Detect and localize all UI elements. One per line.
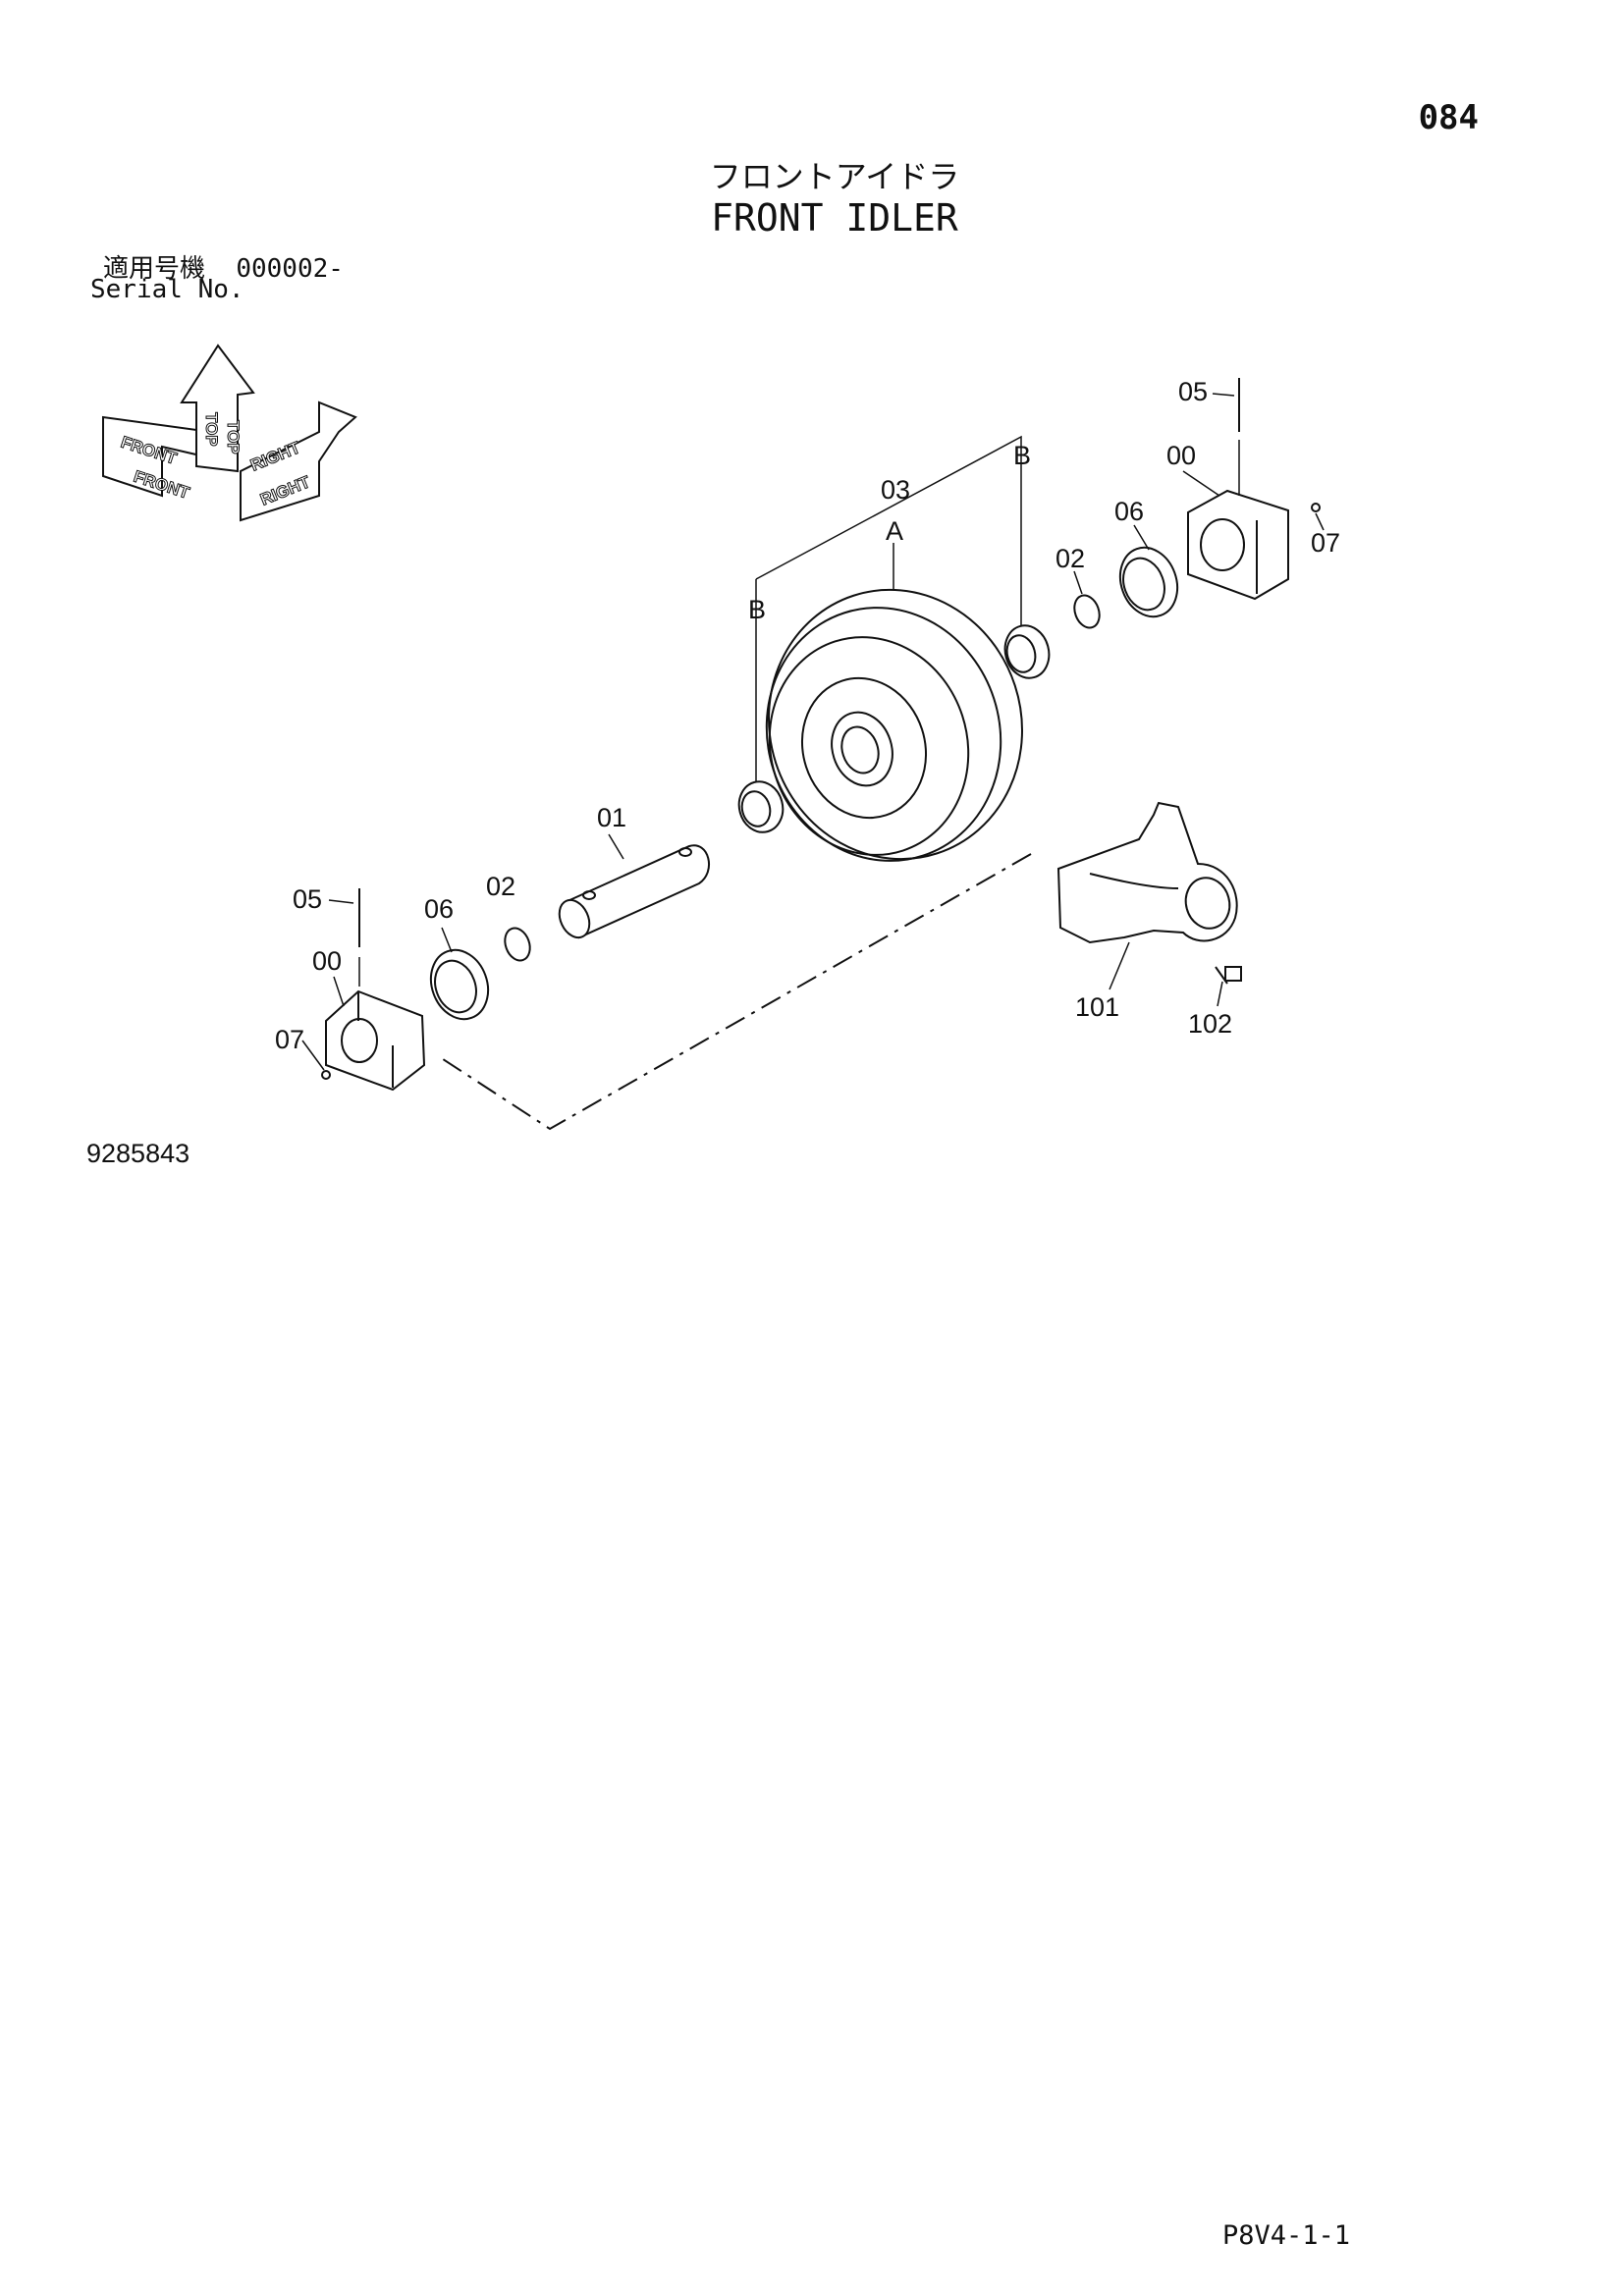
orientation-top-label: TOP — [202, 412, 221, 447]
page-number: 084 — [1418, 98, 1479, 137]
callout-03: 03 — [881, 475, 910, 505]
serial-label-english: Serial No. — [90, 275, 244, 304]
callout-07-left: 07 — [275, 1025, 304, 1054]
assembly-centerline — [436, 853, 1032, 1131]
callout-a: A — [886, 516, 903, 546]
shaft — [558, 844, 710, 939]
serial-value: 000002- — [236, 254, 344, 284]
seal-right — [1118, 546, 1179, 618]
callout-00-left: 00 — [312, 946, 342, 976]
idler-wheel — [765, 588, 1023, 862]
top-arrow — [180, 344, 255, 473]
drawing-number: 9285843 — [86, 1139, 190, 1168]
callout-b-right: B — [1013, 441, 1031, 470]
serial-label-japanese: 適用号機 — [103, 254, 206, 284]
callout-102: 102 — [1188, 1009, 1232, 1039]
callout-05-left: 05 — [293, 884, 322, 914]
callout-06-left: 06 — [424, 894, 454, 924]
seal-left — [429, 948, 490, 1021]
right-arrow — [240, 400, 357, 522]
support-bracket — [1056, 801, 1238, 944]
orientation-top-label-2: TOP — [224, 420, 243, 454]
bearing-housing-left — [325, 989, 426, 1092]
bearing-housing-right — [1187, 489, 1289, 601]
callout-00-right: 00 — [1166, 441, 1196, 470]
callout-b-left: B — [748, 595, 766, 624]
callout-02-left: 02 — [486, 872, 515, 901]
plug-right — [1311, 503, 1321, 512]
bushing-left — [737, 780, 785, 833]
callout-05-right: 05 — [1178, 377, 1208, 406]
callout-101: 101 — [1075, 992, 1119, 1022]
callout-07-right: 07 — [1311, 528, 1340, 558]
o-ring-left — [504, 927, 531, 962]
callout-01: 01 — [597, 803, 626, 832]
plug-left — [321, 1070, 331, 1080]
o-ring-right — [1073, 594, 1101, 629]
serial-line-japanese: 適用号機 000002- — [103, 248, 344, 285]
bushing-right — [1003, 624, 1051, 679]
orientation-indicator: FRONT FRONT TOP TOP RIGHT RIGHT — [102, 344, 357, 522]
title-english: FRONT IDLER — [711, 196, 958, 240]
sheet-code: P8V4-1-1 — [1222, 2220, 1351, 2251]
callout-02-right: 02 — [1056, 544, 1085, 573]
bolt — [1215, 966, 1242, 985]
bracket-line-b — [755, 435, 1022, 628]
title-japanese: フロントアイドラ — [709, 158, 960, 195]
callout-06-right: 06 — [1114, 497, 1144, 526]
